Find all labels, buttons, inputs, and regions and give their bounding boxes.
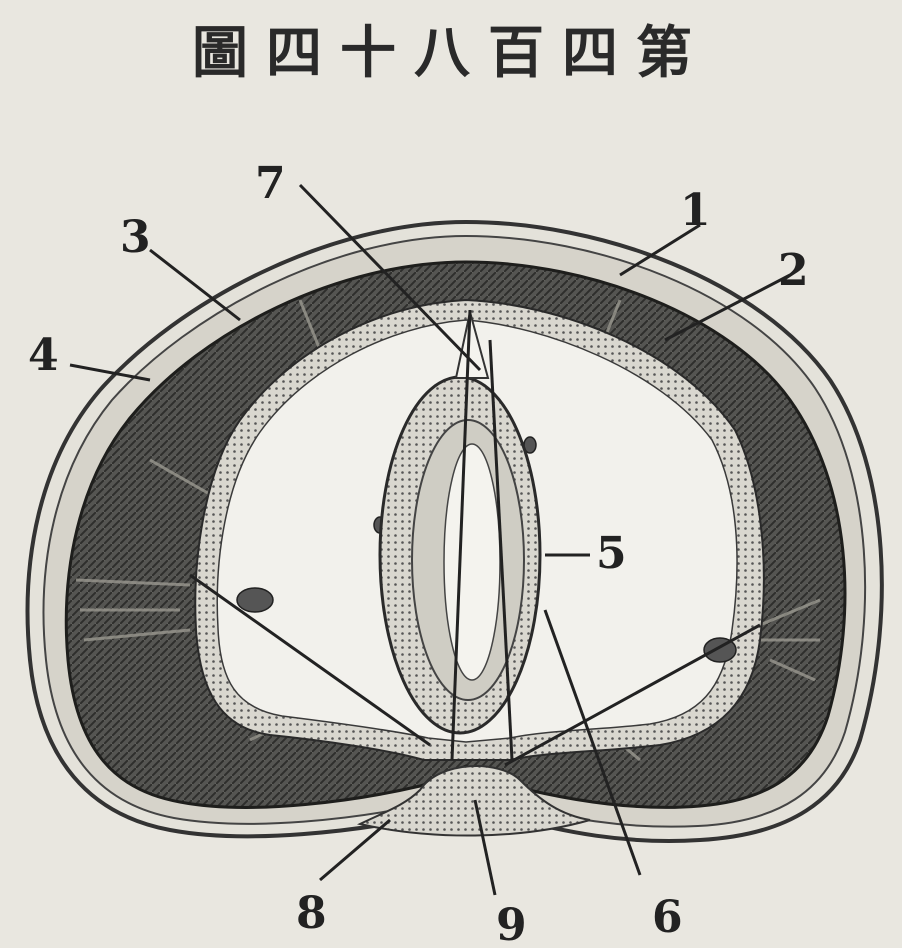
label-6: 6 [652, 892, 683, 943]
label-8: 8 [296, 888, 327, 939]
label-4: 4 [28, 330, 59, 381]
label-5: 5 [596, 528, 627, 579]
label-1: 1 [680, 185, 711, 236]
label-7: 7 [255, 158, 286, 209]
central-organ-lumen [444, 444, 500, 680]
label-9: 9 [496, 900, 527, 948]
label-2: 2 [778, 245, 809, 296]
label-3: 3 [120, 212, 151, 263]
